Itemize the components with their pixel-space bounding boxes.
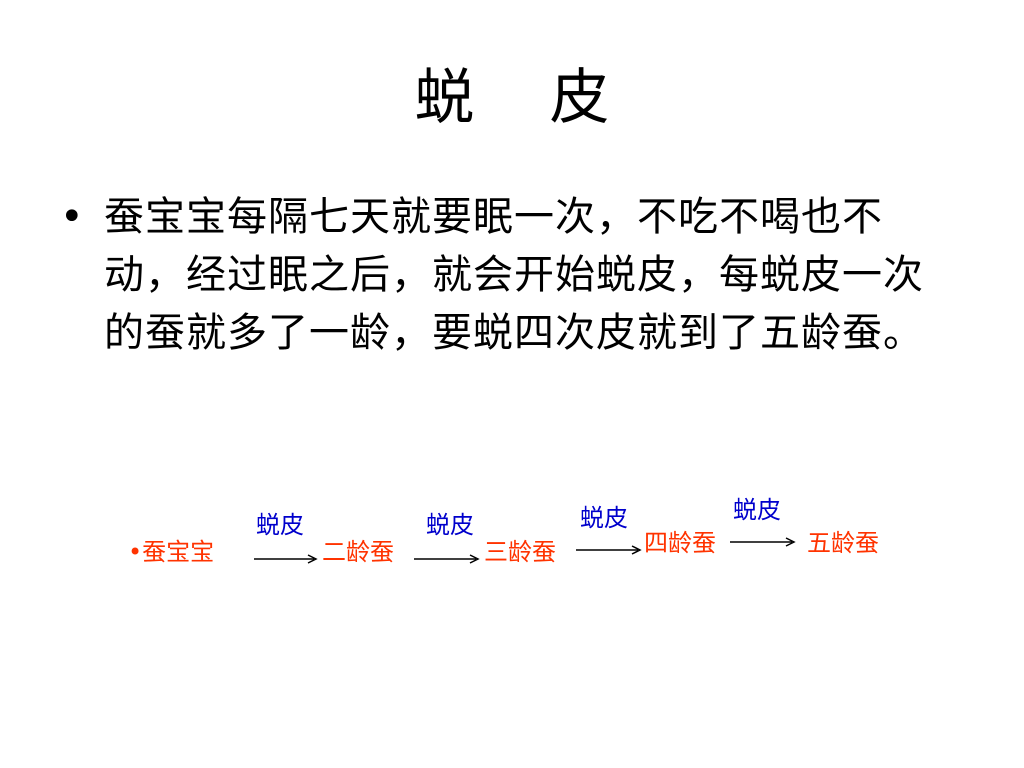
molt-label-3: 蜕皮 [580, 504, 628, 532]
stage-3: 三龄蚕 [484, 538, 556, 566]
stage-4: 四龄蚕 [644, 529, 716, 557]
arrow-3 [576, 544, 642, 556]
arrow-4 [730, 536, 796, 548]
arrow-1 [254, 553, 318, 565]
stage-start: •蚕宝宝 [128, 538, 215, 566]
bullet-text: 蚕宝宝每隔七天就要眠一次，不吃不喝也不动，经过眠之后，就会开始蜕皮，每蜕皮一次的… [104, 194, 924, 356]
stage-2: 二龄蚕 [322, 538, 394, 566]
molt-label-2: 蜕皮 [426, 511, 474, 539]
stage-5: 五龄蚕 [807, 529, 879, 557]
molt-label-1: 蜕皮 [256, 511, 304, 539]
slide-title: 蜕 皮 [414, 63, 638, 133]
molt-label-4: 蜕皮 [733, 496, 781, 524]
arrow-2 [414, 553, 480, 565]
bullet-dot: • [60, 194, 84, 240]
